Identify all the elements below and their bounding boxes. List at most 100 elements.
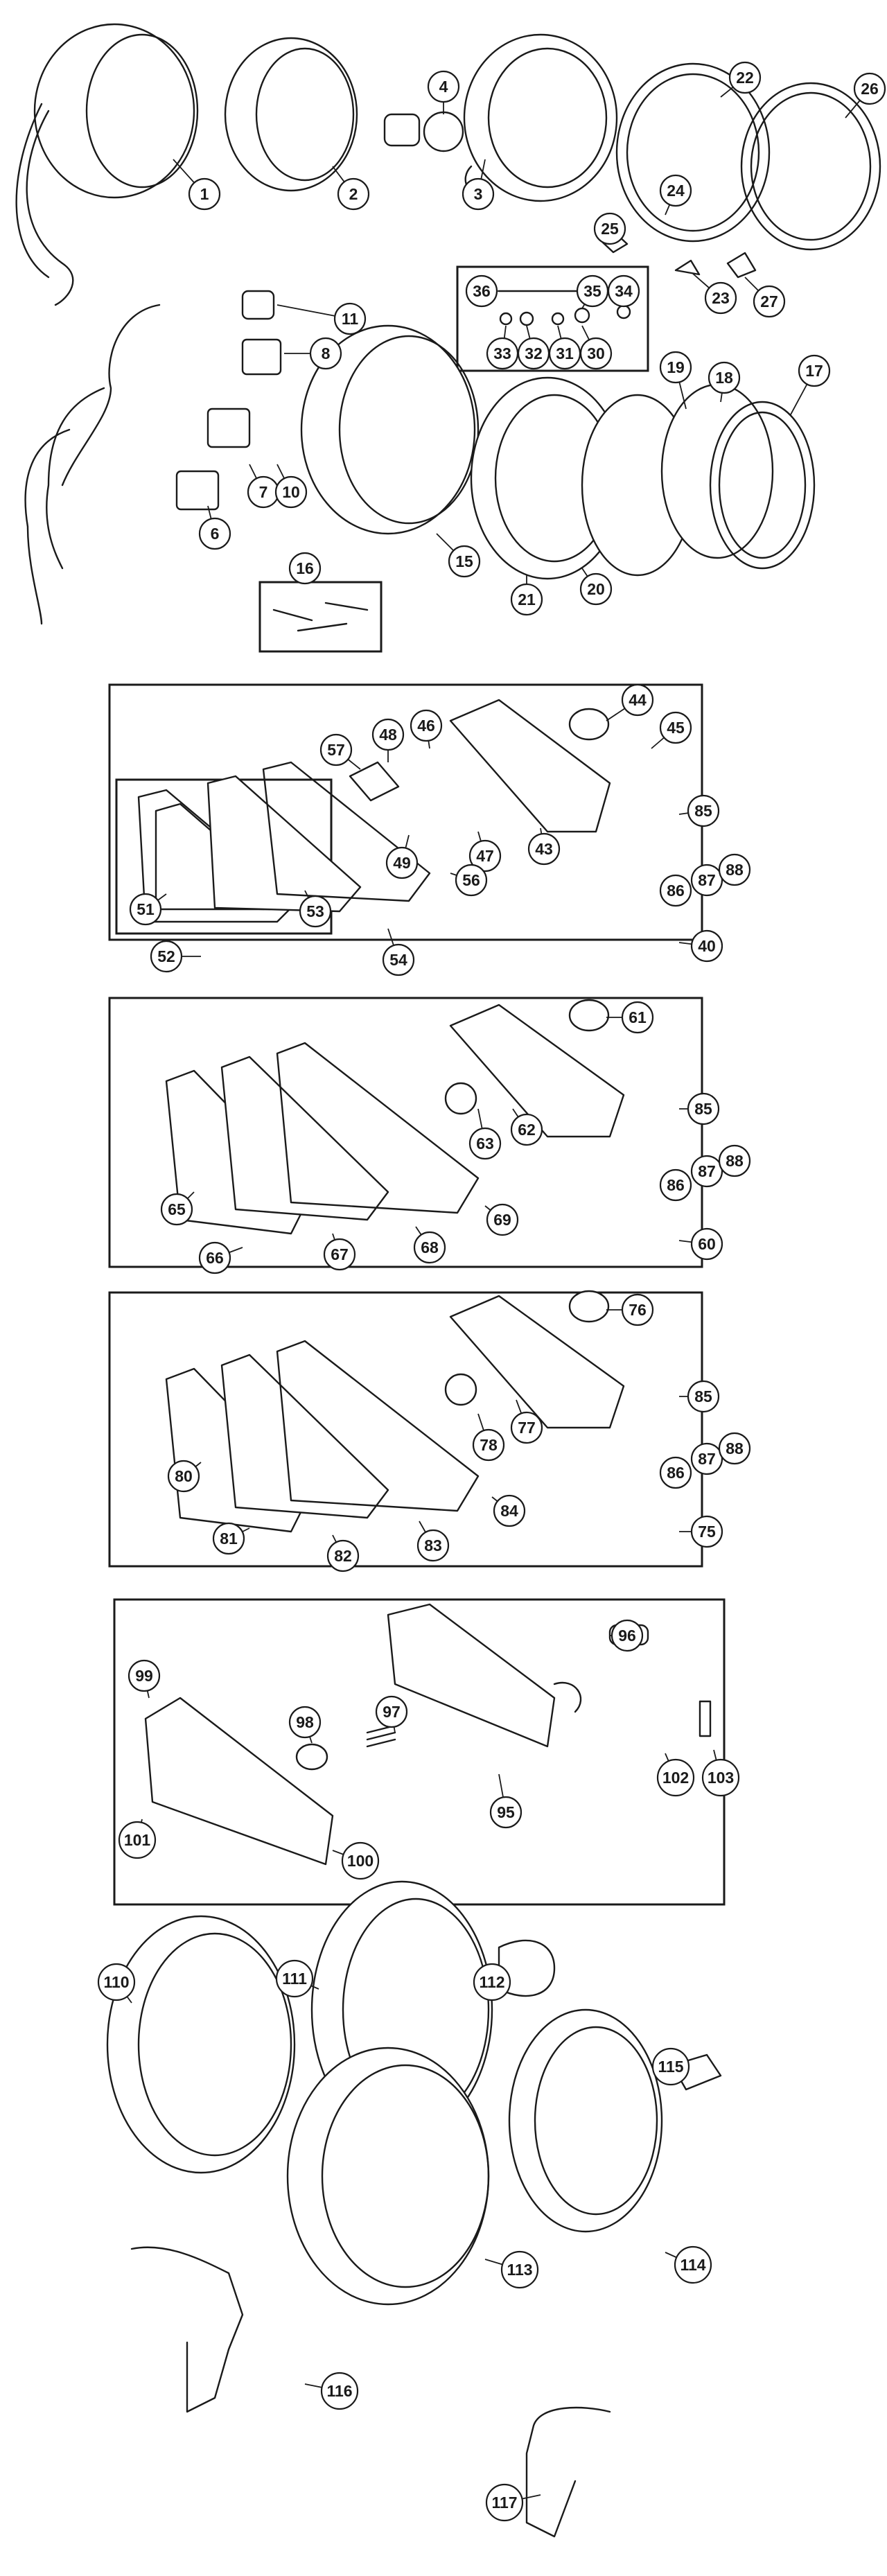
part-callout-66: 66 <box>198 1241 231 1274</box>
side-lamp-60-assembly <box>108 997 703 1268</box>
part-number-label: 7 <box>259 483 268 501</box>
part-number-label: 112 <box>479 1973 504 1991</box>
part-callout-86-c: 86 <box>659 1456 692 1489</box>
part-number-label: 10 <box>282 483 300 501</box>
part-number-label: 26 <box>861 80 879 98</box>
part-callout-115: 115 <box>651 2047 690 2086</box>
callout-circle <box>687 1380 720 1413</box>
callout-circle <box>455 864 488 897</box>
callout-circle <box>718 1144 751 1177</box>
part-number-label: 87 <box>698 1162 716 1180</box>
part-callout-85-b: 85 <box>687 1092 720 1125</box>
part-number-label: 24 <box>667 182 685 200</box>
headlamp-unit-assembly <box>15 23 881 306</box>
part-callout-80: 80 <box>167 1460 200 1493</box>
part-callout-75: 75 <box>690 1515 723 1548</box>
part-callout-19: 19 <box>659 351 692 384</box>
callout-circle <box>728 61 762 94</box>
callout-circle <box>576 274 609 308</box>
callout-circle <box>416 1529 450 1562</box>
callout-circle <box>659 874 692 907</box>
part-number-label: 25 <box>601 220 619 238</box>
callout-circle <box>323 1238 356 1271</box>
callout-circle <box>621 683 654 717</box>
part-number-label: 56 <box>462 871 480 889</box>
part-callout-31: 31 <box>548 337 581 370</box>
part-number-label: 61 <box>629 1008 647 1026</box>
part-callout-1: 1 <box>188 177 221 211</box>
part-callout-23: 23 <box>704 281 737 315</box>
part-number-label: 36 <box>473 282 491 300</box>
part-callout-51: 51 <box>129 893 162 926</box>
callout-circle <box>128 1659 161 1692</box>
callout-circle <box>288 1706 322 1739</box>
callout-circle <box>288 552 322 585</box>
callout-circle <box>659 711 692 744</box>
part-number-label: 83 <box>424 1536 442 1554</box>
part-callout-17: 17 <box>798 354 831 387</box>
part-number-label: 23 <box>712 289 730 307</box>
part-number-label: 84 <box>500 1502 518 1520</box>
part-number-label: 49 <box>393 854 411 872</box>
callout-circle <box>468 1127 502 1160</box>
part-callout-78: 78 <box>472 1428 505 1462</box>
part-number-label: 45 <box>667 719 685 737</box>
callout-circle <box>167 1460 200 1493</box>
part-callout-40: 40 <box>690 929 723 963</box>
part-number-label: 117 <box>491 2494 517 2512</box>
part-number-label: 33 <box>493 344 511 362</box>
part-number-label: 11 <box>342 310 359 328</box>
callout-circle <box>212 1522 245 1555</box>
part-callout-4: 4 <box>427 70 460 103</box>
part-number-label: 86 <box>667 1464 685 1482</box>
part-callout-68: 68 <box>413 1231 446 1264</box>
part-callout-56: 56 <box>455 864 488 897</box>
callout-circle <box>690 1515 723 1548</box>
callout-circle <box>579 572 613 606</box>
part-callout-10: 10 <box>274 475 308 509</box>
part-number-label: 88 <box>726 861 744 879</box>
callout-circle <box>150 940 183 973</box>
part-callout-52: 52 <box>150 940 183 973</box>
part-number-label: 98 <box>296 1713 314 1731</box>
callout-circle <box>621 1293 654 1326</box>
part-number-label: 32 <box>525 344 543 362</box>
callout-circle <box>274 475 308 509</box>
part-number-label: 86 <box>667 882 685 900</box>
part-number-label: 101 <box>124 1831 151 1849</box>
callout-circle <box>718 1432 751 1465</box>
part-callout-43: 43 <box>527 832 561 866</box>
part-number-label: 53 <box>306 902 324 920</box>
part-number-label: 20 <box>587 580 605 598</box>
callout-circle <box>527 832 561 866</box>
part-callout-86: 86 <box>659 874 692 907</box>
callout-circle <box>319 733 353 766</box>
side-lamp-75-assembly <box>108 1290 703 1568</box>
callout-circle <box>687 794 720 827</box>
part-number-label: 77 <box>518 1419 536 1437</box>
callout-circle <box>659 1168 692 1202</box>
part-callout-24: 24 <box>659 174 692 207</box>
part-number-label: 85 <box>694 1387 712 1405</box>
part-callout-82: 82 <box>326 1539 360 1572</box>
callout-circle <box>690 1227 723 1261</box>
callout-circle <box>485 2483 524 2522</box>
part-number-label: 35 <box>583 282 601 300</box>
part-callout-77: 77 <box>510 1411 543 1444</box>
part-number-label: 31 <box>556 344 574 362</box>
part-callout-20: 20 <box>579 572 613 606</box>
part-callout-85-c: 85 <box>687 1380 720 1413</box>
part-callout-33: 33 <box>486 337 519 370</box>
part-callout-48: 48 <box>371 718 405 751</box>
wiring-harness <box>24 290 282 625</box>
part-number-label: 1 <box>200 185 209 203</box>
callout-circle <box>708 361 741 394</box>
part-number-label: 65 <box>168 1200 186 1218</box>
part-number-label: 48 <box>379 726 397 744</box>
part-number-label: 4 <box>439 78 448 96</box>
part-number-label: 81 <box>220 1530 238 1548</box>
part-callout-96: 96 <box>611 1619 644 1652</box>
callout-circle <box>299 895 332 928</box>
